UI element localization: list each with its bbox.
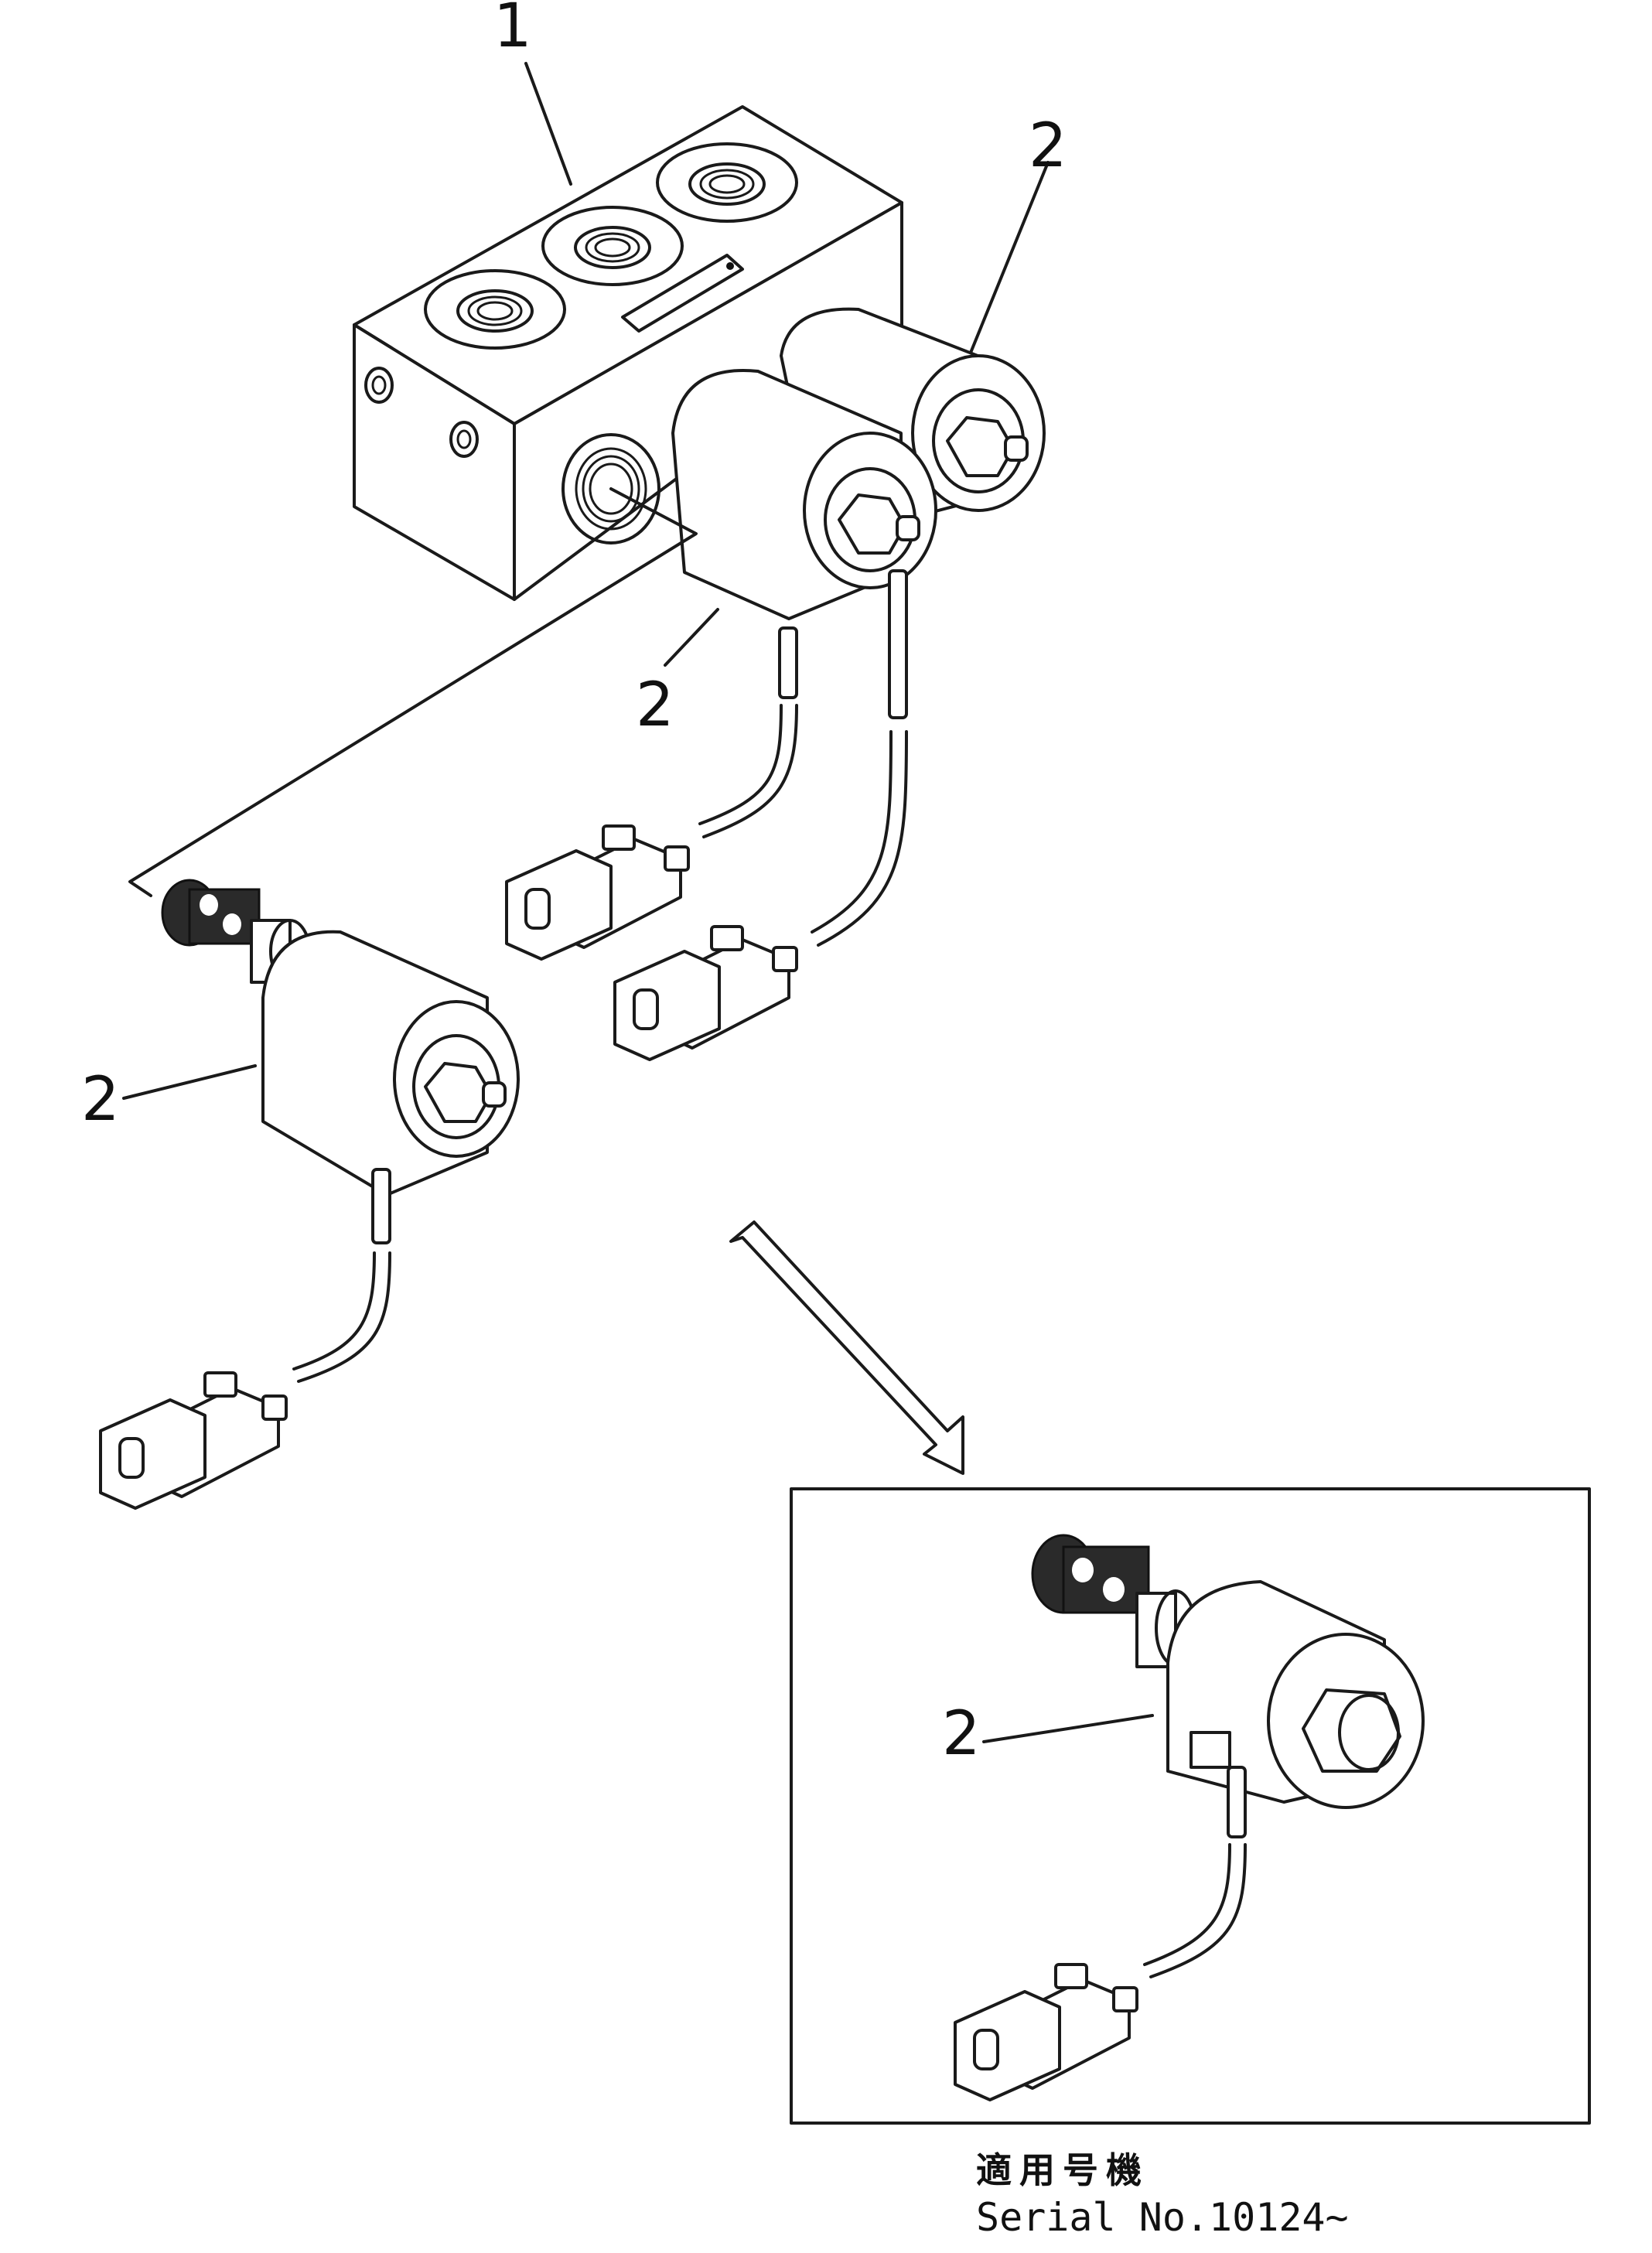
arrow-to-inset xyxy=(729,1220,964,1475)
wire-right xyxy=(811,569,908,947)
top-port-1 xyxy=(424,269,566,350)
applicable-serial-label-jp: 適用号機 xyxy=(976,2149,1149,2191)
mounting-phantom-line xyxy=(128,487,698,897)
callout-valve-block: 1 xyxy=(493,0,532,61)
connector-inset xyxy=(954,1963,1138,2101)
callout-solenoid-inset: 2 xyxy=(942,1699,981,1769)
top-port-3 xyxy=(656,142,798,223)
callout-solenoid-left: 2 xyxy=(81,1065,120,1135)
solenoid-middle xyxy=(671,369,937,620)
connector-left xyxy=(99,1371,288,1510)
wire-middle xyxy=(698,626,798,838)
top-port-2 xyxy=(541,206,684,286)
leader-lines xyxy=(122,62,1154,1743)
connector-right xyxy=(613,925,798,1061)
solenoid-inset xyxy=(1031,1534,1425,1978)
solenoid-left xyxy=(161,879,520,1383)
callout-solenoid-middle: 2 xyxy=(636,671,674,740)
serial-number-label: Serial No.10124~ xyxy=(976,2195,1349,2240)
callout-solenoid-upper-right: 2 xyxy=(1029,111,1067,181)
inset-frame xyxy=(790,1487,1591,2125)
connector-middle xyxy=(505,824,690,961)
